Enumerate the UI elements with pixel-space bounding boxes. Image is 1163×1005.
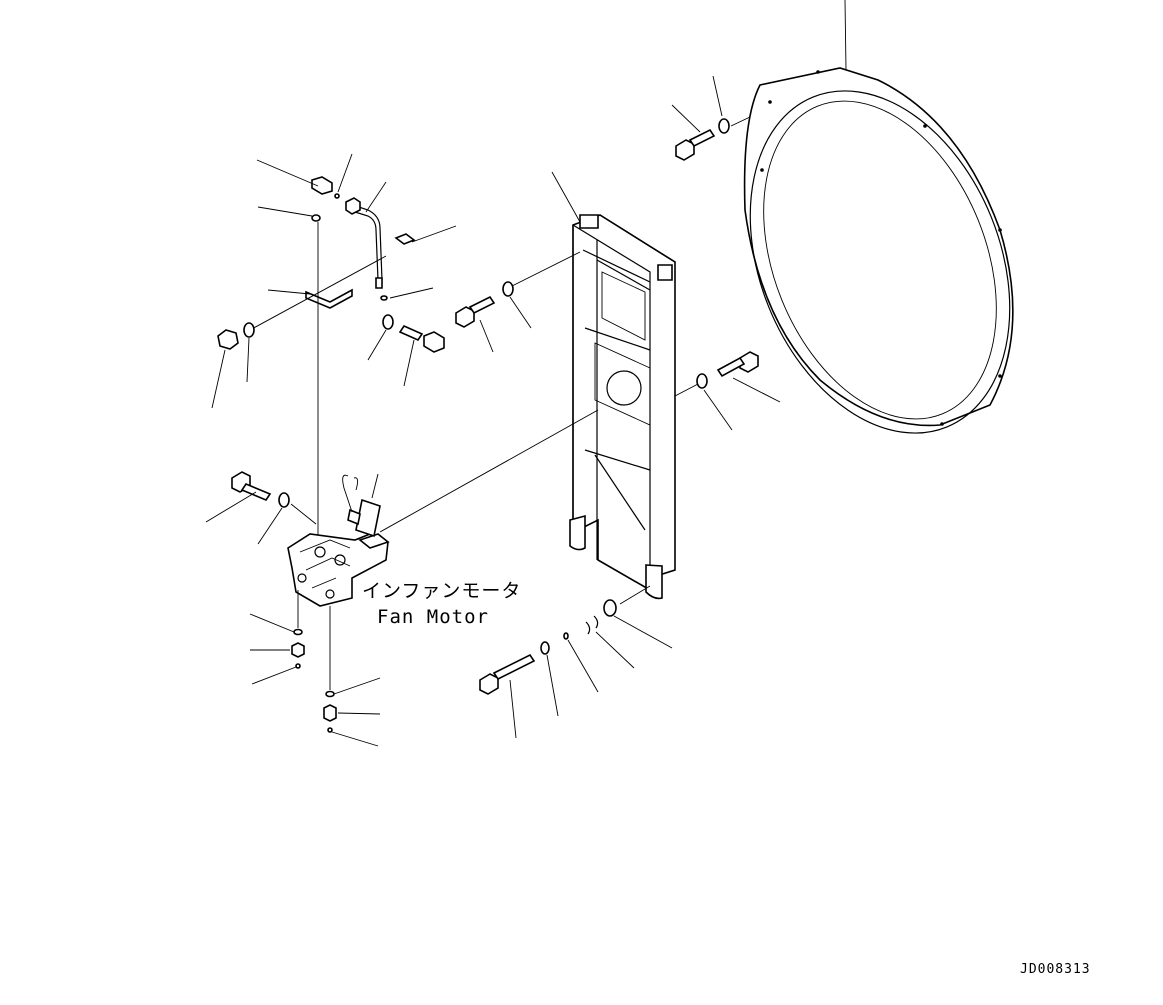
o-ring bbox=[380, 295, 388, 301]
o-ring bbox=[563, 632, 569, 640]
leader-line bbox=[257, 507, 283, 545]
leader-line bbox=[389, 287, 434, 299]
shim bbox=[585, 615, 599, 635]
leader-line bbox=[246, 337, 250, 383]
leader-line bbox=[613, 615, 673, 649]
fan-shroud-ring bbox=[743, 67, 1014, 434]
leader-line bbox=[337, 712, 381, 715]
o-ring bbox=[325, 690, 335, 698]
fan-motor-bracket bbox=[569, 214, 676, 600]
o-ring bbox=[327, 727, 333, 733]
o-ring bbox=[293, 628, 303, 636]
leader-line bbox=[365, 181, 387, 213]
leader-line bbox=[479, 319, 494, 353]
clamp bbox=[305, 288, 353, 309]
leader-line bbox=[551, 171, 581, 223]
assembly-line bbox=[379, 409, 599, 533]
leader-line bbox=[371, 473, 379, 499]
washer bbox=[603, 599, 617, 617]
o-ring bbox=[311, 214, 321, 222]
washer bbox=[696, 373, 708, 389]
washer bbox=[502, 281, 514, 297]
leader-line bbox=[844, 0, 847, 71]
nut bbox=[217, 329, 239, 350]
leader-line bbox=[567, 639, 599, 693]
plug bbox=[323, 704, 337, 722]
fan-motor-label-jp: インファンモータ bbox=[362, 580, 521, 602]
spring-washer bbox=[540, 641, 550, 655]
leader-line bbox=[211, 349, 226, 409]
bolt-motor-mount bbox=[231, 471, 272, 501]
leader-line bbox=[205, 491, 257, 523]
leader-line bbox=[249, 613, 295, 633]
fan-motor-label-en: Fan Motor bbox=[377, 606, 489, 628]
leader-line bbox=[730, 116, 751, 127]
leader-line bbox=[732, 377, 781, 403]
leader-line bbox=[331, 731, 379, 747]
leader-line bbox=[367, 329, 387, 361]
leader-line bbox=[546, 654, 559, 717]
leader-line bbox=[712, 75, 723, 117]
leader-line bbox=[333, 677, 381, 695]
hydraulic-tube bbox=[345, 197, 383, 289]
leader-line bbox=[251, 666, 297, 685]
elbow-fitting bbox=[311, 176, 333, 195]
leader-line bbox=[337, 153, 353, 193]
speed-sensor bbox=[342, 474, 381, 538]
bolt-bracket-left bbox=[455, 295, 496, 328]
washer bbox=[382, 314, 394, 330]
washer bbox=[243, 322, 255, 338]
o-ring bbox=[295, 663, 301, 669]
bolt-lower bbox=[479, 653, 536, 695]
leader-line bbox=[671, 104, 701, 133]
leader-line bbox=[509, 679, 517, 739]
washer bbox=[278, 492, 290, 508]
leader-line bbox=[619, 585, 651, 605]
bolt-clamp bbox=[398, 324, 445, 353]
leader-line bbox=[403, 339, 415, 387]
o-ring bbox=[334, 193, 340, 199]
leader-line bbox=[509, 296, 532, 329]
washer bbox=[718, 118, 730, 134]
plug bbox=[291, 642, 305, 658]
assembly-line bbox=[290, 503, 317, 525]
clip bbox=[394, 233, 416, 245]
bolt-upper-right bbox=[675, 128, 716, 161]
leader-line bbox=[256, 159, 319, 187]
leader-line bbox=[257, 206, 313, 217]
leader-line bbox=[595, 631, 635, 669]
leader-line bbox=[674, 383, 699, 397]
fan-motor bbox=[287, 533, 390, 607]
bolt-bracket-right bbox=[716, 351, 759, 378]
leader-line bbox=[703, 389, 733, 431]
leader-line bbox=[267, 289, 311, 295]
leader-line bbox=[411, 225, 457, 243]
leader-line bbox=[511, 251, 581, 287]
drawing-code: JD008313 bbox=[1020, 962, 1091, 977]
